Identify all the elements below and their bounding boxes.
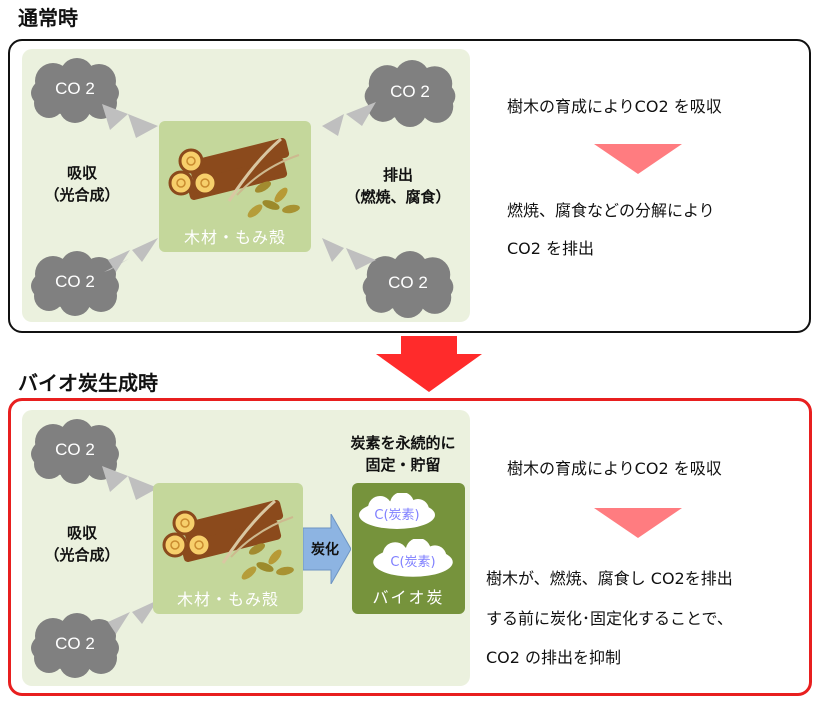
wood-label: 木材・もみ殻 — [176, 590, 279, 609]
co2-cloud: CO 2 — [25, 418, 125, 484]
section-title-biochar: バイオ炭生成時 — [18, 371, 158, 395]
right-arrow-icon — [302, 512, 352, 586]
co2-label: CO 2 — [55, 272, 95, 291]
co2-cloud: CO 2 — [25, 612, 125, 678]
down-triangle — [594, 508, 682, 538]
absorb-label-line1: 吸収 — [66, 164, 97, 182]
cloud-shape — [31, 419, 119, 484]
wood-logs-icon — [168, 137, 300, 218]
carbon-label: C(炭素) — [374, 508, 420, 523]
text-decomp-line2: CO2 を排出 — [507, 239, 595, 258]
wood-logs-icon — [162, 499, 294, 580]
absorb-label-line1: 吸収 — [66, 524, 97, 542]
fixation-label: 炭素を永続的に 固定・貯留 — [328, 432, 478, 476]
wood-label: 木材・もみ殻 — [183, 228, 286, 247]
co2-label: CO 2 — [55, 634, 95, 653]
fixation-label-line1: 炭素を永続的に — [350, 434, 456, 452]
cloud-shape — [31, 251, 119, 316]
cloud-shape — [364, 60, 456, 127]
wood-husk-box: 木材・もみ殻 — [153, 483, 303, 614]
carbon-label: C(炭素) — [390, 555, 436, 570]
emit-label-line1: 排出 — [382, 166, 413, 184]
biochar-product-box: C(炭素) C(炭素) バイオ炭 — [352, 483, 465, 614]
biochar-label: バイオ炭 — [372, 588, 445, 607]
co2-cloud: CO 2 — [25, 57, 125, 123]
section-title-normal: 通常時 — [18, 6, 78, 30]
transition-down-arrow — [376, 336, 482, 392]
absorb-arrows-top — [102, 466, 158, 500]
emit-arrows-top — [322, 102, 376, 136]
absorb-label: 吸収 （光合成） — [22, 162, 142, 206]
down-triangle — [594, 144, 682, 174]
emit-arrows-bottom — [322, 238, 376, 270]
text-absorb: 樹木の育成によりCO2 を吸収 — [507, 97, 722, 116]
co2-cloud: CO 2 — [356, 250, 460, 318]
text-fix-line1: 樹木が、燃焼、腐食し CO2を排出 — [486, 569, 733, 588]
absorb-label: 吸収 （光合成） — [22, 522, 142, 566]
absorb-label-line2: （光合成） — [44, 186, 120, 204]
absorb-arrows-top — [102, 104, 158, 138]
emit-label: 排出 （燃焼、腐食） — [328, 164, 468, 208]
emit-label-line2: （燃焼、腐食） — [345, 188, 451, 206]
text-fix-line3: CO2 の排出を抑制 — [486, 648, 622, 667]
co2-label: CO 2 — [55, 440, 95, 459]
wood-husk-box: 木材・もみ殻 — [159, 121, 311, 252]
absorb-arrows-bottom — [104, 238, 158, 272]
absorb-label-line2: （光合成） — [44, 546, 120, 564]
carbonize-arrow: 炭化 — [302, 512, 352, 586]
text-decomp-line1: 燃焼、腐食などの分解により — [507, 201, 715, 220]
cloud-shape — [31, 58, 119, 123]
co2-cloud: CO 2 — [358, 59, 462, 127]
co2-cloud: CO 2 — [25, 250, 125, 316]
text-fix-line2: する前に炭化･固定化することで、 — [486, 609, 733, 628]
fixation-label-line2: 固定・貯留 — [365, 456, 441, 474]
cloud-shape — [359, 492, 435, 529]
carbon-cloud: C(炭素) — [368, 538, 458, 581]
carbon-cloud: C(炭素) — [354, 492, 440, 533]
co2-label: CO 2 — [55, 79, 95, 98]
co2-label: CO 2 — [388, 273, 428, 292]
cloud-shape — [373, 538, 453, 577]
text-absorb: 樹木の育成によりCO2 を吸収 — [507, 459, 722, 478]
co2-label: CO 2 — [390, 82, 430, 101]
cloud-shape — [31, 613, 119, 678]
carbonize-label: 炭化 — [311, 542, 339, 558]
absorb-arrows-bottom — [108, 600, 158, 634]
cloud-shape — [362, 251, 454, 318]
